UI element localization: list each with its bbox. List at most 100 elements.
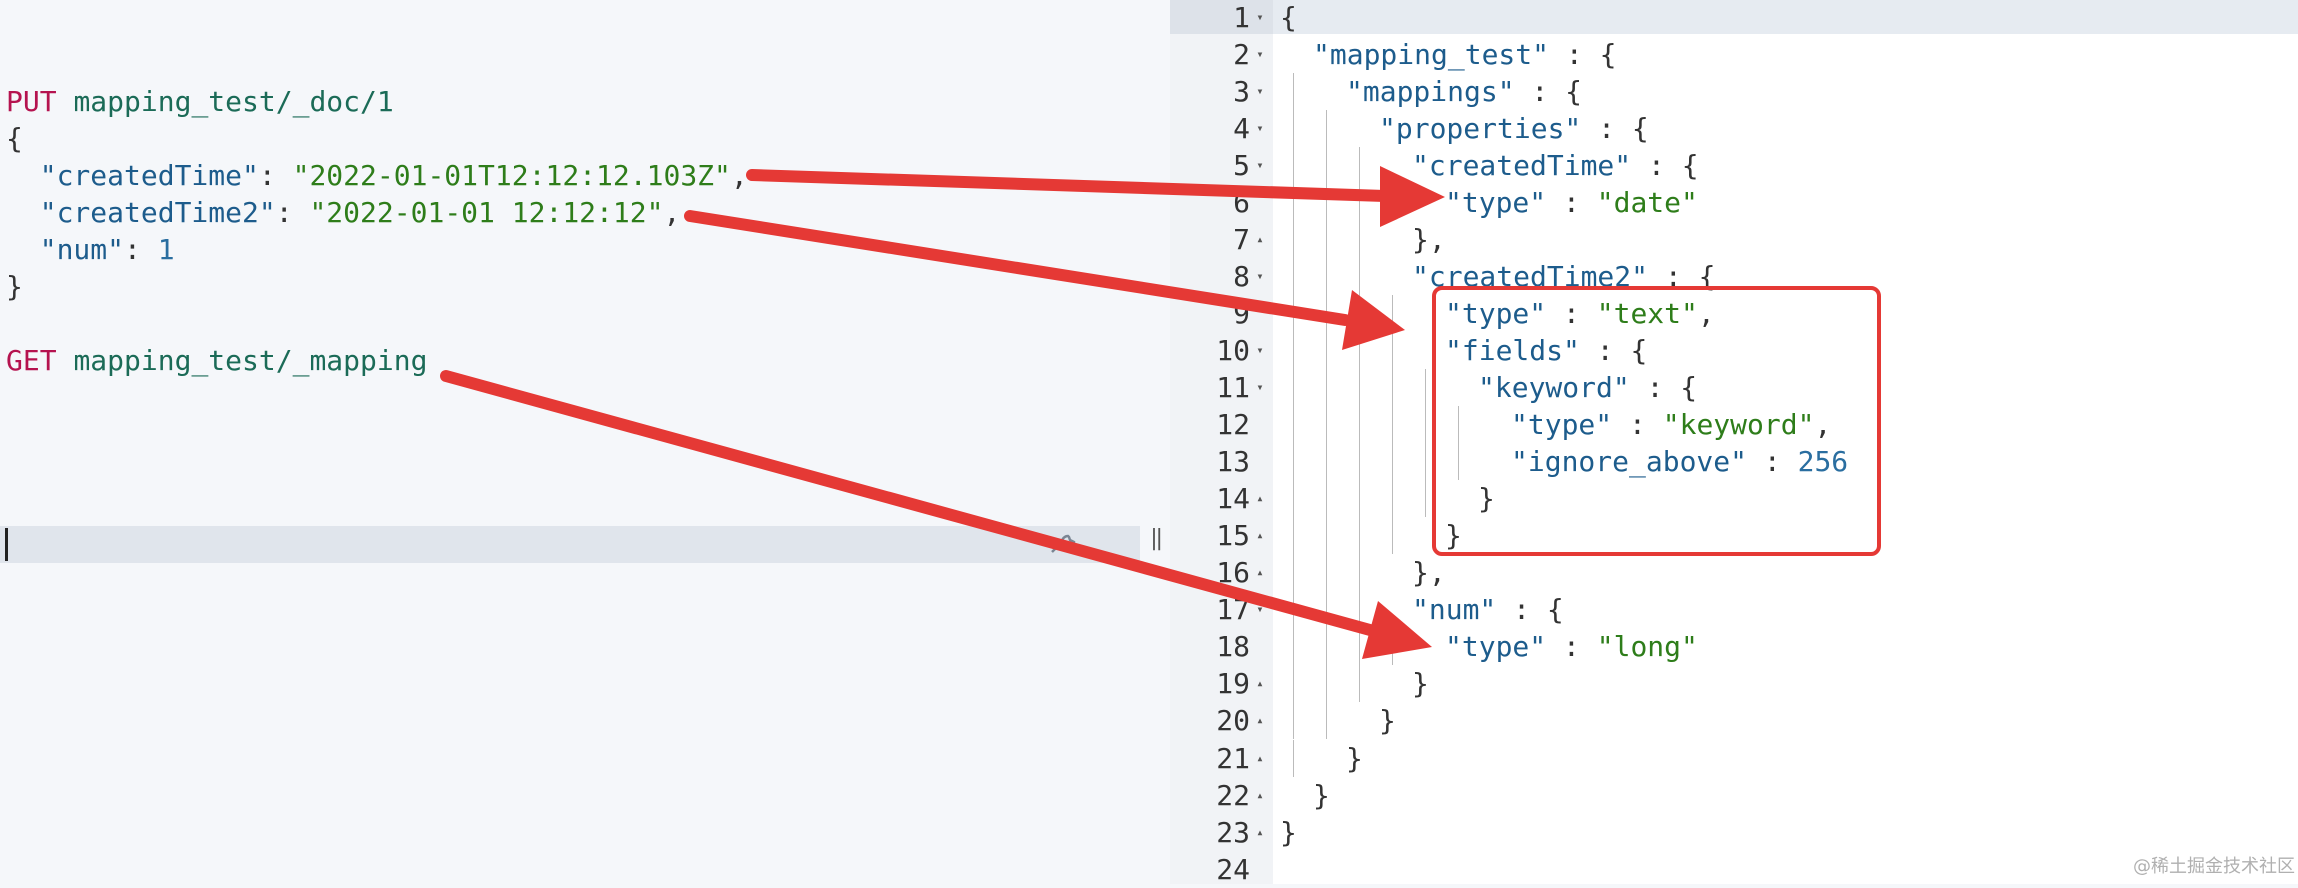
resize-handle-icon[interactable]: ‖: [1150, 526, 1164, 551]
json-line: "createdTime" : {: [1412, 147, 1699, 184]
caret-up-icon[interactable]: ▴: [1256, 676, 1264, 691]
caret-down-icon[interactable]: ▾: [1256, 120, 1264, 135]
json-line: }: [1379, 702, 1396, 739]
request-body-close: }: [6, 268, 23, 305]
response-active-line: [1273, 0, 2298, 34]
json-tail: }: [1379, 704, 1396, 738]
indent-guide: [1359, 665, 1360, 703]
caret-up-icon[interactable]: ▴: [1256, 750, 1264, 765]
caret-up-icon[interactable]: ▴: [1256, 787, 1264, 802]
field-key: "num": [39, 233, 125, 266]
indent-guide: [1293, 369, 1294, 407]
indent-guide: [1293, 146, 1294, 184]
caret-down-icon[interactable]: ▾: [1256, 602, 1264, 617]
indent-guide: [1293, 628, 1294, 666]
json-line: "mappings" : {: [1346, 73, 1582, 110]
field-key: "createdTime": [39, 159, 259, 192]
caret-down-icon[interactable]: ▾: [1256, 157, 1264, 172]
json-tail: }: [1313, 778, 1330, 812]
caret-down-icon[interactable]: ▾: [1256, 268, 1264, 283]
line-number: 9: [1233, 296, 1250, 330]
pane-divider[interactable]: [1140, 0, 1170, 884]
indent-guide: [1326, 517, 1327, 555]
indent-guide: [1392, 369, 1393, 407]
request-body-open: {: [6, 120, 23, 157]
indent-guide: [1359, 517, 1360, 555]
indent-guide: [1293, 183, 1294, 221]
line-number: 22: [1216, 778, 1250, 812]
caret-up-icon[interactable]: ▴: [1256, 231, 1264, 246]
indent-guide: [1326, 702, 1327, 740]
line-number: 12: [1216, 408, 1250, 442]
json-tail: {: [1546, 593, 1564, 627]
request-line-get[interactable]: GET mapping_test/_mapping: [6, 342, 427, 379]
json-tail: {: [1599, 37, 1617, 71]
indent-guide: [1425, 443, 1426, 481]
indent-guide: [1326, 591, 1327, 629]
caret-down-icon[interactable]: ▾: [1256, 46, 1264, 61]
indent-guide: [1359, 406, 1360, 444]
line-number: 3: [1233, 74, 1250, 108]
request-line-put[interactable]: PUT mapping_test/_doc/1: [6, 83, 394, 120]
json-sep: :: [1629, 371, 1681, 404]
json-sep: :: [1747, 445, 1798, 479]
json-line: }: [1412, 665, 1429, 702]
indent-guide: [1359, 480, 1360, 518]
line-number: 15: [1216, 519, 1250, 553]
caret-up-icon[interactable]: ▴: [1256, 528, 1264, 543]
wrench-icon[interactable]: [1045, 532, 1085, 560]
json-k: "type": [1445, 630, 1547, 664]
line-number: 7: [1233, 222, 1250, 256]
indent-guide: [1392, 628, 1393, 666]
indent-guide: [1293, 517, 1294, 555]
json-tail: {: [1630, 333, 1648, 367]
indent-guide: [1293, 480, 1294, 518]
text-cursor: [5, 528, 8, 561]
json-tail: {: [1681, 148, 1699, 182]
indent-guide: [1359, 220, 1360, 258]
caret-up-icon[interactable]: ▴: [1256, 713, 1264, 728]
indent-guide: [1293, 591, 1294, 629]
caret-up-icon[interactable]: ▴: [1256, 565, 1264, 580]
caret-down-icon[interactable]: ▾: [1256, 83, 1264, 98]
indent-guide: [1293, 554, 1294, 592]
field-value: "2022-01-01 12:12:12": [309, 196, 664, 229]
indent-guide: [1392, 480, 1393, 518]
line-number: 20: [1216, 704, 1250, 738]
indent-guide: [1326, 109, 1327, 147]
caret-down-icon[interactable]: ▾: [1256, 342, 1264, 357]
json-tail: }: [1478, 482, 1495, 516]
indent-guide: [1425, 480, 1426, 518]
json-line: "type" : "text",: [1445, 295, 1715, 332]
field-key: "createdTime2": [39, 196, 276, 229]
json-sep: :: [1546, 296, 1597, 330]
line-number: 14: [1216, 482, 1250, 516]
json-sep: :: [1631, 148, 1682, 182]
caret-down-icon[interactable]: ▾: [1256, 9, 1264, 24]
json-line: "type" : "long": [1445, 628, 1698, 665]
field-suffix: ,: [730, 159, 748, 192]
caret-down-icon[interactable]: ▾: [1256, 380, 1264, 394]
caret-up-icon[interactable]: ▴: [1256, 824, 1264, 839]
json-k: "num": [1412, 593, 1497, 627]
json-tail: }: [1280, 815, 1297, 849]
request-editor[interactable]: [0, 0, 1140, 884]
json-v: "date": [1596, 185, 1698, 219]
indent-guide: [1326, 183, 1327, 221]
field-suffix: ,: [663, 196, 681, 229]
json-v: "keyword": [1662, 408, 1815, 442]
indent-guide: [1293, 72, 1294, 110]
json-tail: {: [1565, 74, 1583, 108]
indent-guide: [1326, 220, 1327, 258]
request-field-createdTime: "createdTime": "2022-01-01T12:12:12.103Z…: [39, 159, 748, 192]
gutter-active-line: [1170, 0, 1273, 34]
caret-up-icon[interactable]: ▴: [1256, 491, 1264, 506]
json-v: 256: [1797, 445, 1849, 479]
annotation-highlight-box: [1432, 286, 1881, 556]
indent-guide: [1359, 554, 1360, 592]
indent-guide: [1293, 406, 1294, 444]
indent-guide: [1359, 183, 1360, 221]
json-tail: {: [1698, 259, 1716, 293]
indent-guide: [1326, 257, 1327, 295]
json-k: "keyword": [1478, 371, 1630, 404]
